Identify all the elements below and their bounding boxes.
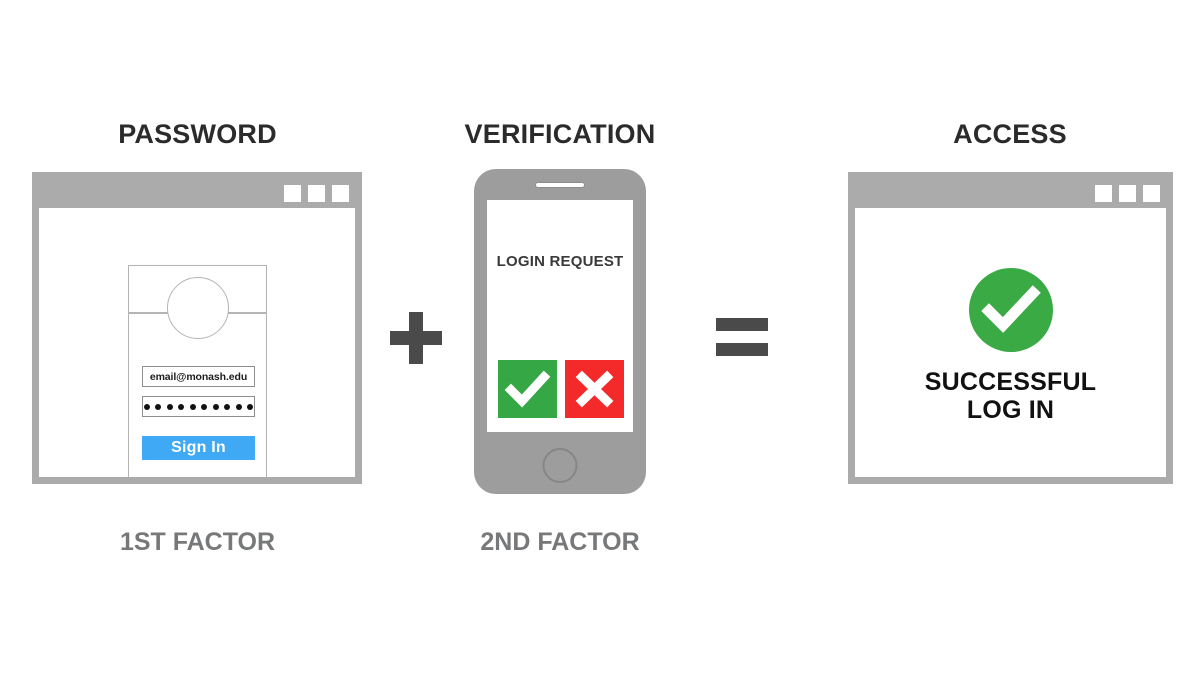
password-dot: [224, 403, 231, 410]
success-text: SUCCESSFUL LOG IN: [855, 368, 1166, 424]
maximize-button-icon[interactable]: [308, 185, 325, 202]
password-dot: [155, 403, 162, 410]
password-column-heading: PASSWORD: [118, 119, 277, 149]
password-dot: [143, 403, 150, 410]
deny-login-button[interactable]: [565, 360, 624, 418]
password-dot: [247, 403, 254, 410]
login-request-title: LOGIN REQUEST: [496, 253, 624, 270]
equals-bottom-bar: [716, 343, 768, 356]
close-button-icon[interactable]: [1143, 185, 1160, 202]
browser-content-area: email@monash.edu: [39, 208, 355, 477]
mobile-phone-device: LOGIN REQUEST: [474, 169, 646, 494]
second-factor-caption: 2ND FACTOR: [480, 528, 640, 556]
approve-login-button[interactable]: [498, 360, 557, 418]
maximize-button-icon[interactable]: [1119, 185, 1136, 202]
equals-top-bar: [716, 318, 768, 331]
success-text-line-2: LOG IN: [966, 396, 1055, 424]
login-request-actions: [498, 360, 624, 418]
verification-column-heading: VERIFICATION: [464, 119, 656, 149]
access-column-heading: ACCESS: [953, 119, 1067, 149]
password-dot: [235, 403, 242, 410]
success-check-circle-icon: [968, 268, 1053, 352]
email-field[interactable]: email@monash.edu: [142, 366, 255, 387]
phone-screen: LOGIN REQUEST: [487, 200, 633, 432]
password-dot: [166, 403, 173, 410]
close-button-icon[interactable]: [332, 185, 349, 202]
access-browser-window: SUCCESSFUL LOG IN: [848, 172, 1173, 484]
browser-titlebar: [855, 179, 1166, 208]
sign-in-button[interactable]: Sign In: [142, 436, 255, 460]
email-field-value: email@monash.edu: [149, 370, 248, 383]
password-dot: [201, 403, 208, 410]
plus-operator-icon: [390, 312, 442, 364]
checkmark-icon: [504, 370, 551, 408]
plus-vertical-bar: [409, 312, 423, 364]
login-form-card: email@monash.edu: [128, 265, 267, 477]
password-dot: [189, 403, 196, 410]
password-dot: [178, 403, 185, 410]
password-browser-window: email@monash.edu: [32, 172, 362, 484]
cross-icon: [575, 370, 614, 408]
browser-titlebar: [39, 179, 355, 208]
checkmark-icon: [980, 285, 1041, 333]
speaker-grille-icon: [535, 182, 585, 188]
browser-content-area: SUCCESSFUL LOG IN: [855, 208, 1166, 477]
password-dot: [212, 403, 219, 410]
minimize-button-icon[interactable]: [284, 185, 301, 202]
successful-login-message: SUCCESSFUL LOG IN: [855, 268, 1166, 424]
success-text-line-1: SUCCESSFUL: [924, 368, 1097, 396]
minimize-button-icon[interactable]: [1095, 185, 1112, 202]
equals-operator-icon: [716, 318, 768, 358]
password-field[interactable]: [142, 396, 255, 417]
password-field-masked-value: [143, 403, 254, 410]
user-avatar-icon: [166, 277, 229, 339]
first-factor-caption: 1ST FACTOR: [119, 528, 276, 556]
home-button-icon[interactable]: [542, 448, 578, 483]
